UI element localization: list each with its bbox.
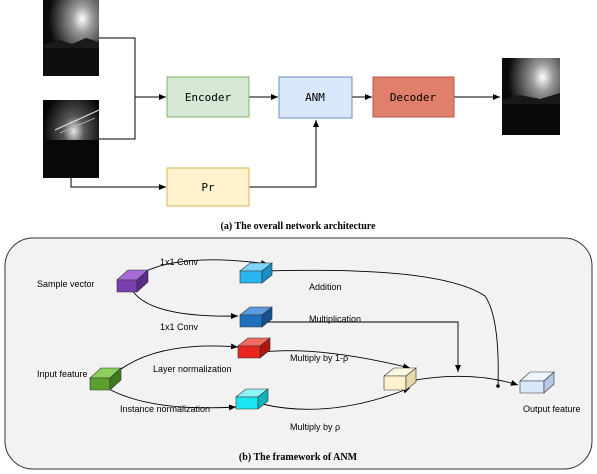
encoder-label: Encoder	[185, 91, 232, 104]
addition-cube	[239, 262, 273, 284]
decoder-box	[372, 76, 455, 118]
conv2-label: 1x1 Conv	[160, 322, 199, 332]
anm-block: ANM	[278, 76, 353, 119]
sample-vector-cube	[116, 269, 149, 293]
combine-cube	[383, 367, 417, 391]
layer-norm-label: Layer normalization	[153, 364, 232, 374]
multiplication-cube	[239, 306, 273, 328]
output-feature-label: Output feature	[523, 404, 581, 414]
merge-dot	[496, 384, 500, 388]
output-image	[502, 58, 560, 135]
sample-vector-label: Sample vector	[37, 279, 95, 289]
multiply-1-rho-label: Multiply by 1-ρ	[290, 353, 348, 363]
decoder-label: Decoder	[390, 91, 437, 104]
pr-label: Pr	[201, 181, 215, 194]
caption-a: (a) The overall network architecture	[221, 221, 377, 232]
output-feature-cube	[519, 371, 555, 394]
caption-b: (b) The framework of ANM	[239, 452, 358, 463]
decoder-block: Decoder	[372, 76, 455, 118]
multiplication-label: Multiplication	[309, 314, 361, 324]
pr-block: Pr	[166, 167, 250, 207]
layer-norm-cube	[237, 337, 271, 359]
input-feature-label: Input feature	[37, 369, 88, 379]
instance-norm-cube	[235, 388, 269, 410]
anm-box	[278, 76, 353, 119]
instance-norm-label: Instance normalization	[120, 404, 210, 414]
pr-box	[166, 167, 250, 207]
encoder-block: Encoder	[166, 76, 250, 118]
input-image-top	[43, 0, 99, 76]
conv1-label: 1x1 Conv	[160, 257, 199, 267]
top-connectors	[70, 37, 500, 190]
addition-label: Addition	[309, 282, 342, 292]
encoder-box	[166, 76, 250, 118]
multiply-rho-label: Multiply by ρ	[290, 422, 340, 432]
framework-labels: Sample vector 1x1 Conv Addition 1x1 Conv…	[37, 257, 581, 432]
anm-framework-panel	[4, 237, 593, 470]
input-image-bottom	[43, 100, 100, 178]
input-feature-cube	[89, 367, 122, 391]
anm-label: ANM	[305, 91, 325, 104]
framework-connectors	[106, 259, 519, 411]
